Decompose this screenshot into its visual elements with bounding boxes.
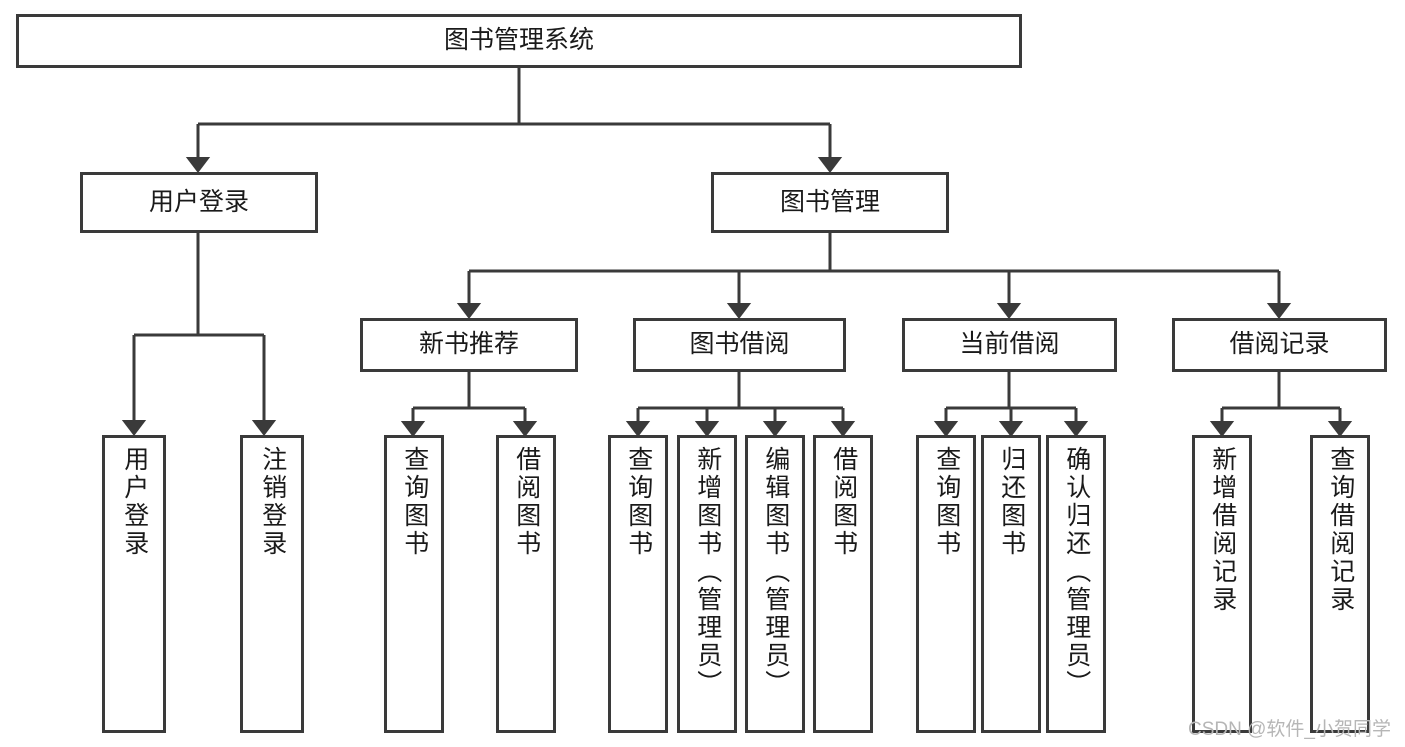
node-label: 新书推荐 bbox=[418, 330, 519, 359]
node-label: 编辑图书（管理员） bbox=[761, 446, 790, 698]
node-leaf-query-book-1[interactable]: 查询图书 bbox=[384, 435, 444, 733]
node-label: 查询图书 bbox=[932, 446, 961, 558]
node-leaf-borrow-book-2[interactable]: 借阅图书 bbox=[813, 435, 873, 733]
node-label: 图书管理 bbox=[779, 187, 880, 216]
node-leaf-query-borrow-record[interactable]: 查询借阅记录 bbox=[1310, 435, 1370, 733]
node-label: 新增借阅记录 bbox=[1208, 446, 1237, 614]
node-label: 新增图书（管理员） bbox=[693, 446, 722, 698]
node-user-login[interactable]: 用户登录 bbox=[80, 172, 318, 233]
node-leaf-add-borrow-record[interactable]: 新增借阅记录 bbox=[1192, 435, 1252, 733]
node-leaf-confirm-return[interactable]: 确认归还（管理员） bbox=[1046, 435, 1106, 733]
node-root-book-management-system[interactable]: 图书管理系统 bbox=[16, 14, 1022, 68]
node-leaf-edit-book[interactable]: 编辑图书（管理员） bbox=[745, 435, 805, 733]
node-label: 借阅图书 bbox=[829, 446, 858, 558]
node-leaf-return-book[interactable]: 归还图书 bbox=[981, 435, 1041, 733]
node-label: 确认归还（管理员） bbox=[1062, 446, 1091, 698]
node-label: 查询借阅记录 bbox=[1326, 446, 1355, 614]
node-borrowing-records[interactable]: 借阅记录 bbox=[1172, 318, 1387, 372]
node-label: 图书管理系统 bbox=[443, 26, 594, 55]
node-book-borrowing[interactable]: 图书借阅 bbox=[633, 318, 846, 372]
node-label: 查询图书 bbox=[624, 446, 653, 558]
node-book-management[interactable]: 图书管理 bbox=[711, 172, 949, 233]
node-label: 借阅图书 bbox=[512, 446, 541, 558]
node-label: 归还图书 bbox=[997, 446, 1026, 558]
node-label: 借阅记录 bbox=[1229, 330, 1330, 359]
node-new-book-recommendation[interactable]: 新书推荐 bbox=[360, 318, 578, 372]
node-label: 查询图书 bbox=[400, 446, 429, 558]
node-label: 注销登录 bbox=[258, 446, 287, 558]
node-label: 用户登录 bbox=[148, 187, 249, 216]
node-leaf-logout[interactable]: 注销登录 bbox=[240, 435, 304, 733]
node-label: 图书借阅 bbox=[689, 330, 790, 359]
node-leaf-borrow-book-1[interactable]: 借阅图书 bbox=[496, 435, 556, 733]
node-leaf-add-book[interactable]: 新增图书（管理员） bbox=[677, 435, 737, 733]
node-leaf-query-book-2[interactable]: 查询图书 bbox=[608, 435, 668, 733]
node-leaf-query-book-3[interactable]: 查询图书 bbox=[916, 435, 976, 733]
node-label: 当前借阅 bbox=[959, 330, 1060, 359]
node-leaf-user-login[interactable]: 用户登录 bbox=[102, 435, 166, 733]
node-label: 用户登录 bbox=[120, 446, 149, 558]
node-current-borrowing[interactable]: 当前借阅 bbox=[902, 318, 1117, 372]
